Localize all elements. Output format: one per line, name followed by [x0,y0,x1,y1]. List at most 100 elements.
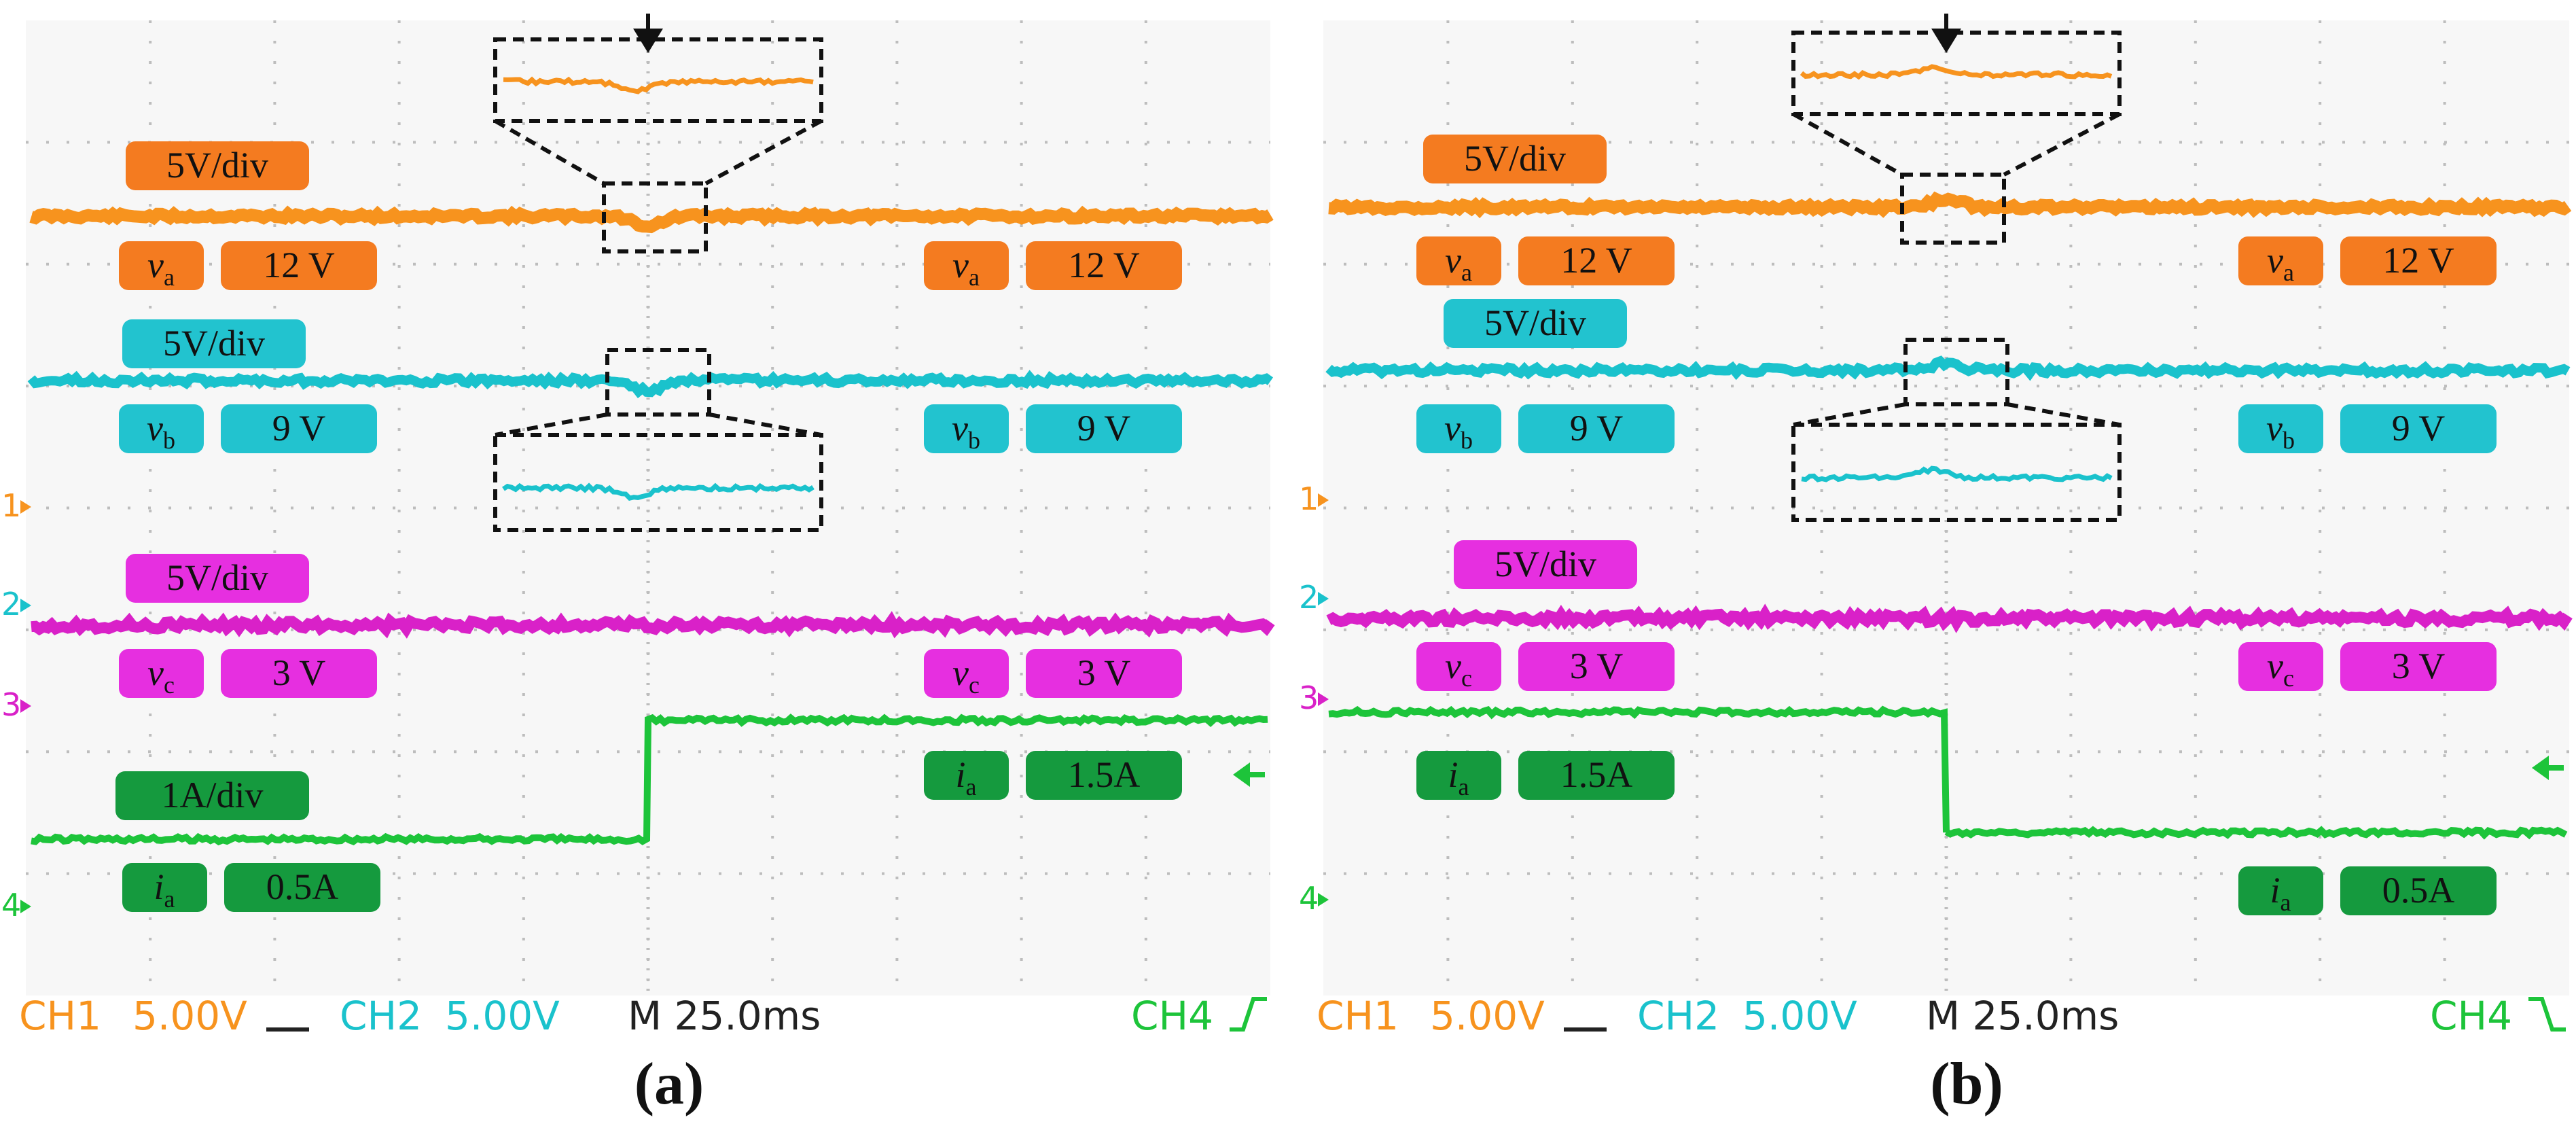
zoom-connector [704,119,823,186]
readout-ch4: CH4 [2430,993,2512,1039]
symbol-ia-left-subscript: a [1459,773,1469,800]
zoom-connector [709,412,822,437]
readout-timebase: M 25.0ms [1926,993,2119,1039]
symbol-ia-right-bg [924,751,1009,800]
scale-label-vb-bg [1444,299,1627,348]
zoom-trace-va [503,76,814,94]
value-vb-left-bg [1518,404,1675,453]
symbol-va-right-bg [2238,236,2323,285]
symbol-ia-left: ia [154,866,175,913]
value-vb-right-bg [1026,404,1182,453]
channel-marker-arrow-icon [1318,592,1329,605]
symbol-vb-left-subscript: b [1461,427,1473,454]
channel-marker-arrow-icon [1318,493,1329,507]
value-vc-right: 3 V [1077,652,1131,693]
zoom-source-va [1900,173,2006,245]
zoom-trace-vb [1801,465,2113,482]
value-vc-right-bg [1026,649,1182,698]
symbol-vc-right-subscript: c [969,671,980,699]
scale-label-ia-bg [115,771,309,820]
ch4-level-arrow-icon [2532,756,2549,780]
readout-ch2: CH2 [340,993,422,1039]
symbol-va-left-subscript: a [164,264,175,291]
value-va-right: 12 V [2382,240,2454,281]
symbol-ia-left-subscript: a [164,885,175,913]
scale-label-ia: 1A/div [161,775,263,815]
symbol-vb-left-bg [119,404,204,453]
channel-marker-1: 1 [1299,480,1319,517]
symbol-vb-right-subscript: b [2283,427,2295,454]
value-vc-left-bg [221,649,377,698]
channel-marker-2: 2 [1,586,21,622]
zoom-box-vb [493,433,823,532]
channel-marker-1: 1 [1,487,21,524]
symbol-ia-right-subscript: a [966,773,977,800]
readout-ch2: CH2 [1637,993,1719,1039]
readout-ch1: CH1 [1317,993,1399,1039]
scale-label-va: 5V/div [166,145,268,186]
zoom-box-vb [1791,423,2122,522]
scale-label-va-bg [1423,135,1607,183]
symbol-vc-right: vc [952,652,980,699]
symbol-vb-left: vb [1444,408,1473,454]
channel-marker-4: 4 [1,887,21,923]
caption-b: (b) [1930,1051,2003,1117]
caption-a: (a) [634,1051,704,1117]
symbol-vb-left-subscript: b [163,427,175,454]
value-va-left-bg [221,241,377,290]
value-ia-right: 1.5A [1068,754,1141,795]
readout-ch2-scale: 5.00V [445,993,560,1039]
value-va-right-bg [2340,236,2497,285]
value-ia-right-bg [2340,866,2497,915]
value-ia-left: 0.5A [266,866,339,907]
value-vb-right: 9 V [2392,408,2446,448]
zoom-connector [2003,112,2121,177]
symbol-va-left-bg [119,241,204,290]
channel-marker-arrow-icon [20,900,31,913]
value-vb-left: 9 V [272,408,326,448]
value-va-left: 12 V [263,245,335,285]
scale-label-vb-bg [122,319,306,368]
channel-marker-3: 3 [1,686,21,723]
symbol-ia-right-subscript: a [2280,889,2291,916]
trigger-position-icon [633,29,663,53]
symbol-va-left-subscript: a [1461,259,1472,286]
zoom-trace-vb [502,482,815,501]
zoom-source-va [602,181,708,253]
symbol-va-right-subscript: a [969,264,980,291]
value-ia-right-bg [1026,751,1182,800]
symbol-vc-right-bg [924,649,1009,698]
trace-vb [1325,355,2571,381]
symbol-vb-right-bg [924,404,1009,453]
zoom-connector [2007,402,2120,427]
symbol-vc-left-subscript: c [1461,665,1472,692]
readout-ch1-scale: 5.00V [1430,993,1545,1039]
value-vc-right-bg [2340,642,2497,691]
readout-ch1-scale: 5.00V [132,993,247,1039]
readout-ch1: CH1 [19,993,101,1039]
zoom-box-va [1791,31,2122,116]
zoom-source-vb [605,348,711,417]
readout-ch2-scale: 5.00V [1742,993,1857,1039]
symbol-va-left-bg [1416,236,1501,285]
readout-timebase: M 25.0ms [628,993,821,1039]
zoom-source-vb [1903,338,2009,406]
symbol-vc-right-bg [2238,642,2323,691]
trace-va [1328,191,2572,219]
channel-marker-arrow-icon [1318,893,1329,906]
value-vc-left: 3 V [1570,646,1624,686]
symbol-vb-right-subscript: b [968,427,980,454]
scale-label-vc-bg [126,554,309,603]
value-ia-left-bg [224,863,380,912]
readout-ch4: CH4 [1131,993,1213,1039]
symbol-vb-right: vb [952,408,980,454]
scale-label-vb: 5V/div [1484,302,1586,343]
zoom-connector [1793,402,1906,427]
ch4-level-arrow-icon [1233,762,1250,787]
trace-vb [27,370,1274,399]
channel-marker-arrow-icon [1318,692,1329,706]
channel-marker-arrow-icon [20,500,31,514]
value-ia-left: 1.5A [1560,754,1633,795]
symbol-va-right-subscript: a [2283,259,2294,286]
